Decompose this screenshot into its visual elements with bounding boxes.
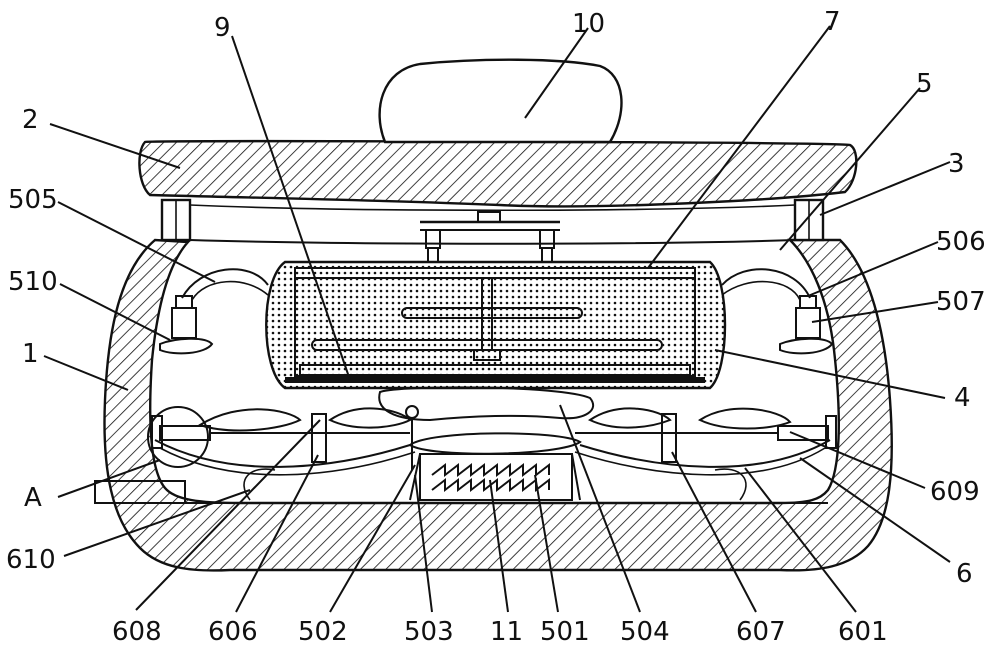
label-606: 606 (208, 617, 258, 647)
label-607: 607 (736, 617, 786, 647)
label-504: 504 (620, 617, 670, 647)
label-608: 608 (112, 617, 162, 647)
label-503: 503 (404, 617, 454, 647)
label-7: 7 (824, 7, 841, 37)
drum (265, 260, 727, 390)
label-A: A (24, 483, 42, 513)
lower-mechanism (94, 405, 837, 504)
label-507: 507 (936, 287, 986, 317)
label-506: 506 (936, 227, 986, 257)
label-610: 610 (6, 545, 56, 575)
side-arms (159, 268, 834, 355)
label-510: 510 (8, 267, 58, 297)
top-plate (138, 139, 858, 208)
drum-bump (378, 386, 595, 422)
label-9: 9 (214, 13, 231, 43)
label-601: 601 (838, 617, 888, 647)
support-columns (160, 198, 825, 242)
label-5: 5 (916, 69, 933, 99)
label-6: 6 (956, 559, 973, 589)
label-11: 11 (490, 617, 523, 647)
housing (103, 238, 893, 572)
label-501: 501 (540, 617, 590, 647)
label-4: 4 (954, 383, 971, 413)
label-609: 609 (930, 477, 980, 507)
label-10: 10 (572, 9, 605, 39)
label-2: 2 (22, 105, 39, 135)
label-502: 502 (298, 617, 348, 647)
label-3: 3 (948, 149, 965, 179)
label-1: 1 (22, 339, 39, 369)
handle (378, 58, 623, 144)
leader-lines (43, 25, 951, 613)
drum-hanger (420, 211, 560, 263)
label-505: 505 (8, 185, 58, 215)
